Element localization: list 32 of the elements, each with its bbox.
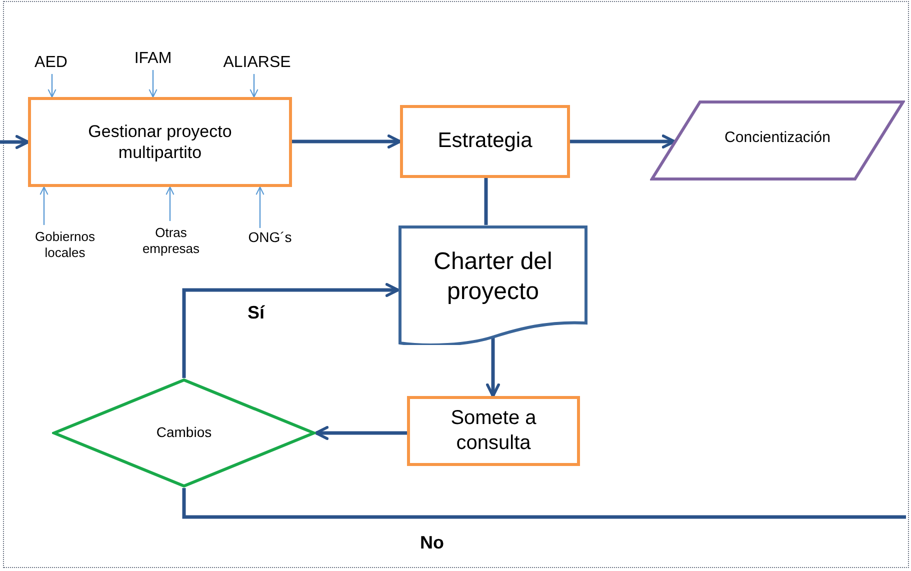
input-label: Gobiernos locales xyxy=(34,228,96,262)
output-parallelogram xyxy=(650,100,905,181)
node-label: Somete a consulta xyxy=(450,406,538,456)
input-label: ALIARSE xyxy=(222,53,292,73)
node-label: Estrategia xyxy=(436,128,534,154)
input-arrow xyxy=(48,74,56,98)
input-arrow xyxy=(256,186,264,228)
input-label: IFAM xyxy=(133,49,173,69)
process-box xyxy=(407,396,580,466)
document-shape xyxy=(398,225,588,345)
decision-diamond xyxy=(52,378,316,488)
input-arrow xyxy=(40,186,48,225)
arrow xyxy=(292,134,402,148)
process-box xyxy=(400,105,570,178)
input-label: ONG´s xyxy=(247,229,293,247)
arrow xyxy=(182,283,400,378)
connector-line xyxy=(484,178,488,225)
connector-line xyxy=(182,488,906,519)
input-arrow xyxy=(148,70,158,98)
node-label: Gestionar proyecto multipartito xyxy=(87,120,233,164)
node-label: Cambios xyxy=(155,424,213,442)
input-label: AED xyxy=(34,53,68,73)
node-label: Concientización xyxy=(724,129,830,148)
input-label: Otras empresas xyxy=(141,224,201,258)
arrow xyxy=(0,135,30,149)
arrow xyxy=(570,134,676,148)
arrow xyxy=(314,426,407,440)
process-box xyxy=(28,97,292,187)
input-arrow xyxy=(250,74,258,98)
input-arrow xyxy=(166,186,174,221)
node-label: Charter del proyecto xyxy=(432,247,554,307)
arrow xyxy=(486,337,500,398)
